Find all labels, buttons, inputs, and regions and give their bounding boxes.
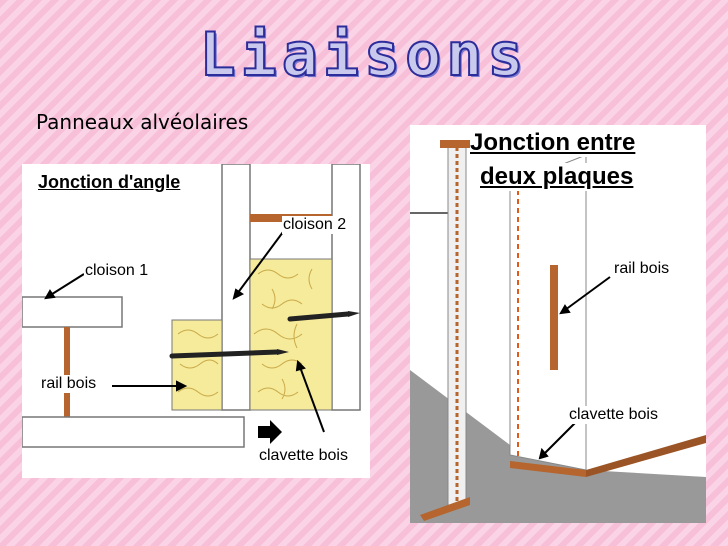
- label-rail-bois-left: rail bois: [40, 375, 98, 393]
- plate-junction-heading-line2: deux plaques: [480, 163, 634, 191]
- corner-junction-diagram: Jonction d'angle cloison 1 cloison 2 rai…: [22, 164, 370, 478]
- plate-junction-heading-line1: Jonction entre: [470, 129, 636, 157]
- slide-subtitle: Panneaux alvéolaires: [36, 110, 249, 134]
- label-rail-bois-right: rail bois: [613, 260, 671, 278]
- slide-title: Liaisons: [199, 19, 529, 91]
- label-clavette-bois-right: clavette bois: [568, 406, 659, 424]
- label-cloison-1: cloison 1: [84, 262, 150, 280]
- plate-junction-drawing: [410, 140, 706, 523]
- label-clavette-bois-left: clavette bois: [258, 447, 349, 465]
- corner-junction-drawing: [22, 164, 361, 448]
- plate-junction-diagram: Jonction entre deux plaques rail bois cl…: [410, 125, 706, 523]
- label-cloison-2: cloison 2: [282, 216, 348, 234]
- corner-junction-heading: Jonction d'angle: [38, 172, 181, 193]
